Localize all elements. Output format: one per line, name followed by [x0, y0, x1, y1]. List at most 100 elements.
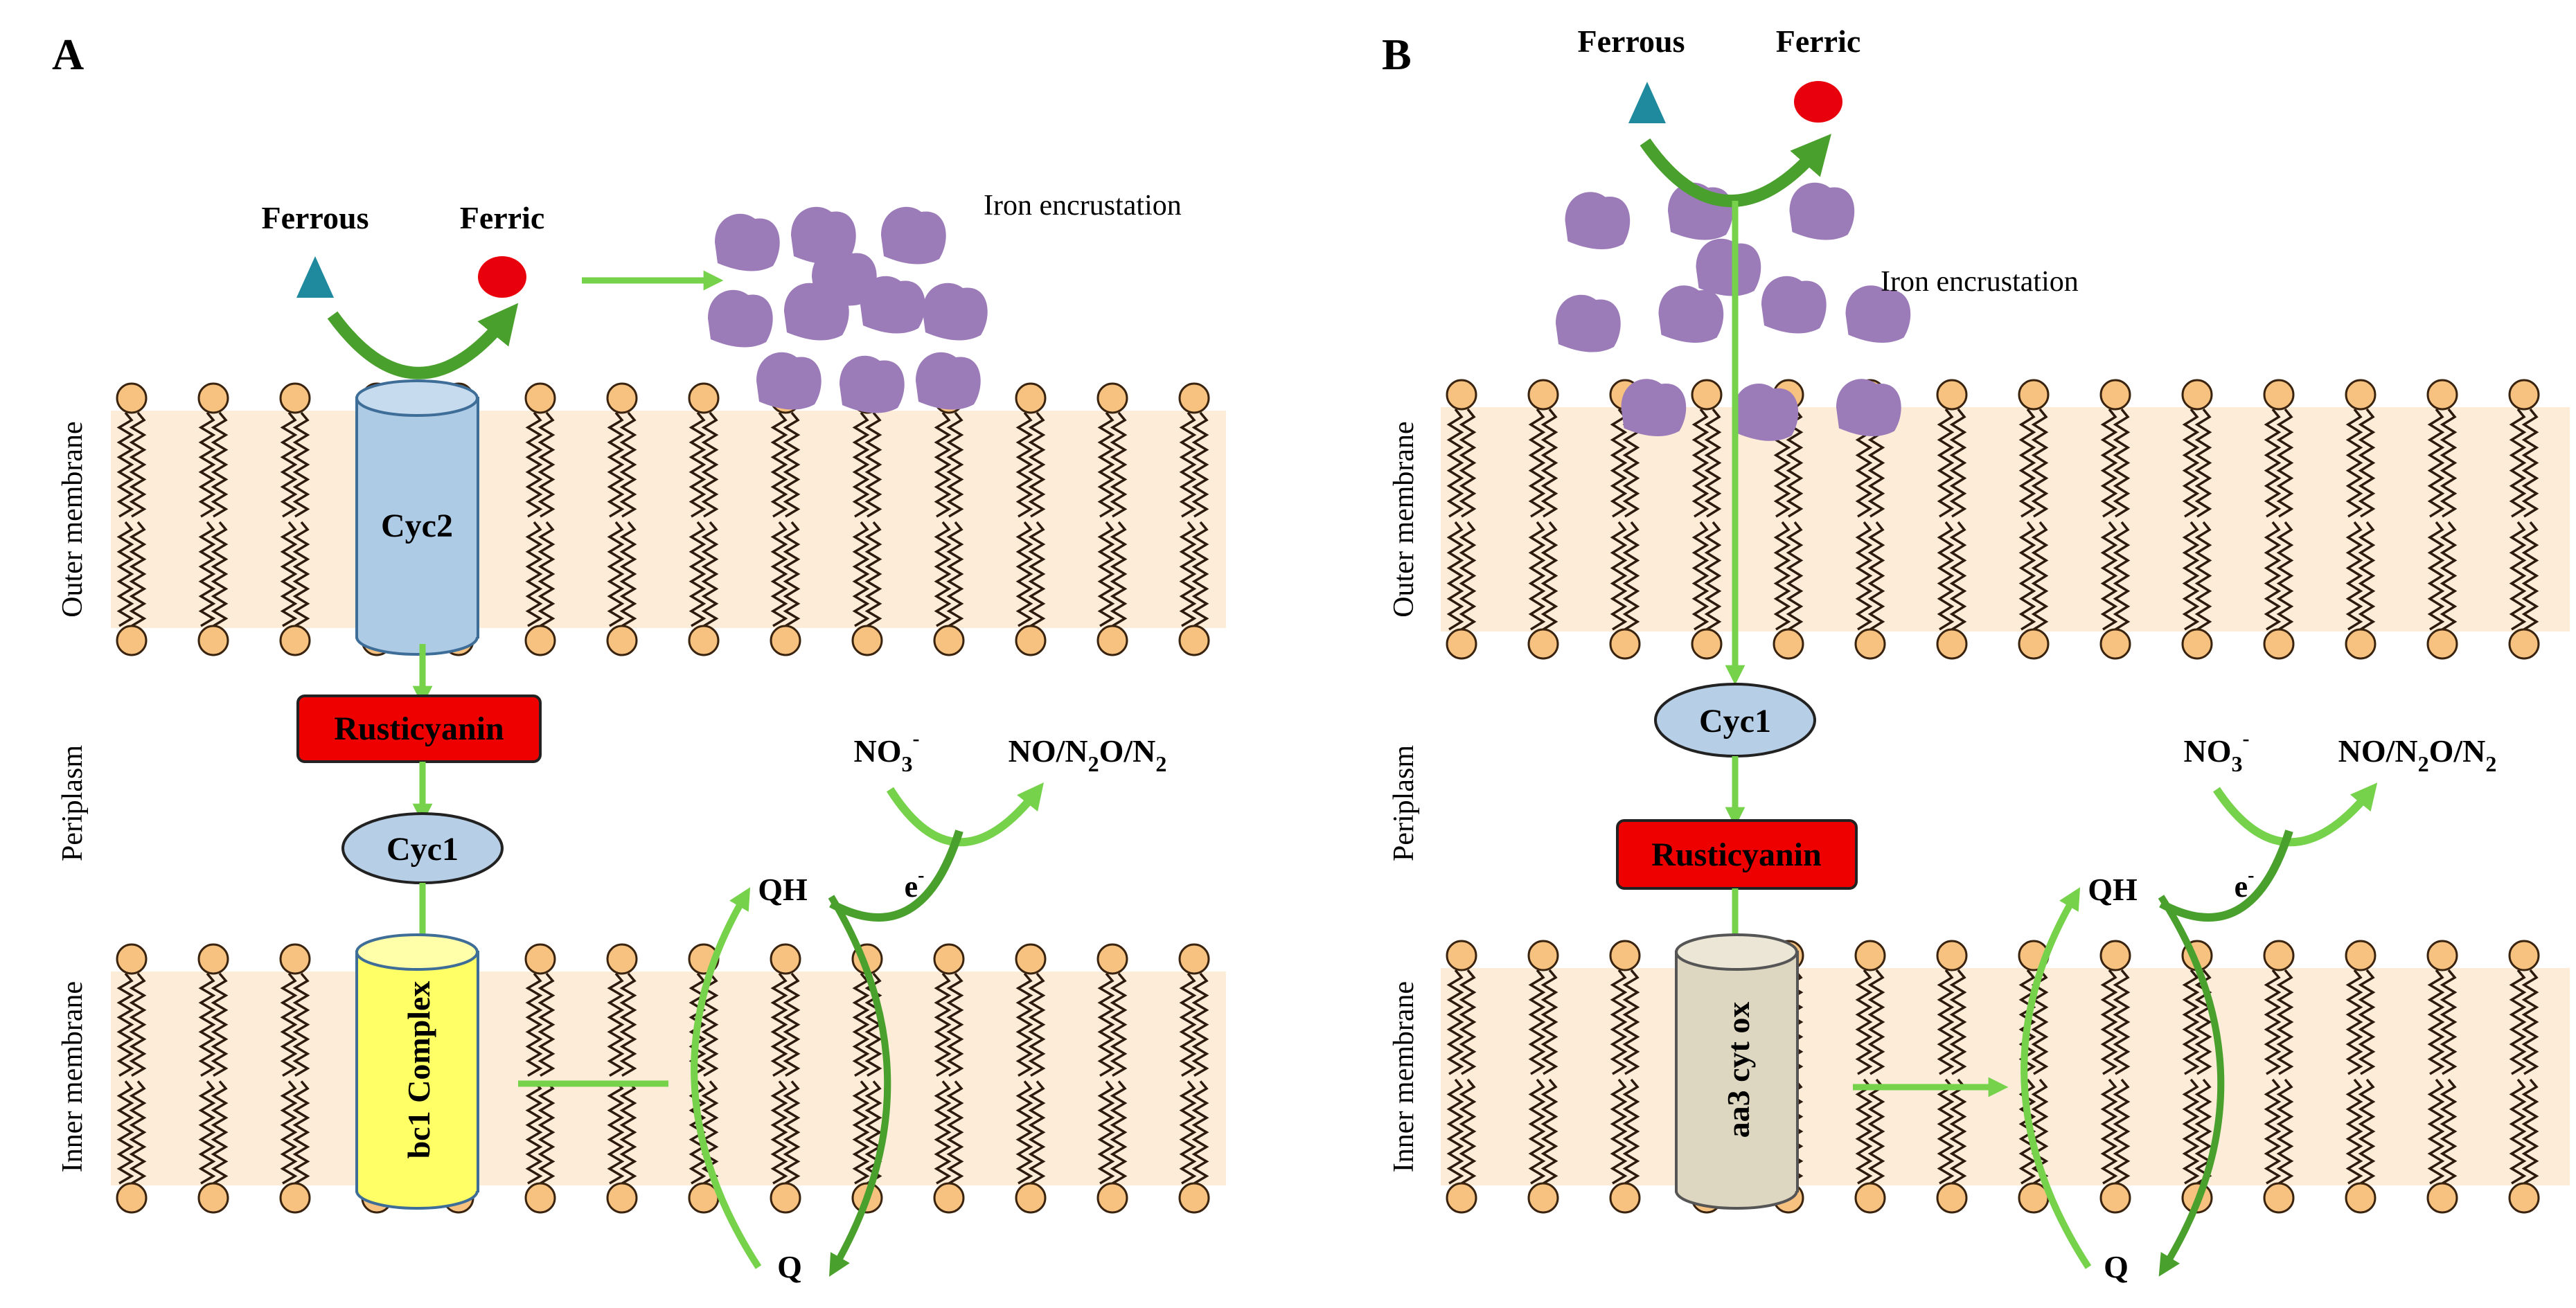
panel-letter: B: [1382, 30, 1412, 79]
iron-particle: [1621, 379, 1687, 437]
panel-a: A Outer membrane Periplasm Inner membran…: [52, 30, 1226, 1284]
lipid-pair: [2099, 940, 2131, 1214]
cyc1-oval: Cyc1: [1654, 683, 1816, 758]
lipid-pair: [2345, 940, 2377, 1214]
lipid-pair: [1936, 379, 1968, 660]
products-label: NO/N2O/N2: [2338, 733, 2497, 776]
qh-to-q-arrow: [828, 895, 891, 1277]
ferrous-triangle: [296, 256, 334, 298]
iron-particle: [1789, 182, 1855, 240]
lipid-pair: [2508, 379, 2540, 660]
electron-label: e-: [2235, 865, 2255, 904]
iron-encrustation: [1556, 182, 1911, 441]
q-to-qh-arrow: [2020, 887, 2092, 1269]
lipid-pair: [197, 382, 229, 656]
ferric-circle: [1794, 81, 1842, 123]
inner-membrane: [1441, 940, 2570, 1214]
iron-particle: [1696, 238, 1761, 296]
lipid-core: [1441, 968, 2570, 1185]
q-to-qh-arrow: [691, 887, 762, 1269]
bc1-complex: bc1 Complex: [355, 933, 479, 1210]
iron-particle: [1556, 294, 1621, 352]
iron-particle: [1845, 285, 1911, 343]
rusticyanin-box: Rusticyanin: [296, 695, 542, 763]
lipid-core: [111, 411, 1226, 628]
lipid-pair: [1609, 940, 1641, 1214]
iron-particle: [916, 352, 981, 410]
nitrate-reduction-arrow: [886, 782, 1044, 847]
qh-to-q-arrow: [2158, 895, 2225, 1277]
iron-particle: [1761, 276, 1827, 334]
lipid-pair: [2181, 379, 2213, 660]
lipid-pair: [933, 943, 965, 1214]
lipid-pair: [2508, 940, 2540, 1214]
ferrous-label: Ferrous: [261, 200, 368, 235]
lipid-pair: [524, 943, 556, 1214]
lipid-pair: [116, 382, 148, 656]
lipid-pair: [688, 382, 720, 656]
lipid-pair: [770, 943, 801, 1214]
panel-b: B Outer membrane Periplasm Inner membran…: [1382, 24, 2570, 1284]
ferric-label: Ferric: [460, 200, 545, 235]
inner-membrane: [111, 943, 1226, 1214]
q-label: Q: [2104, 1249, 2129, 1284]
lipid-pair: [2426, 940, 2458, 1214]
cyc1-label: Cyc1: [387, 831, 459, 868]
iron-particle: [812, 248, 877, 306]
aa3-label: aa3 cyt ox: [1721, 1002, 1756, 1138]
lipid-pair: [1527, 940, 1559, 1214]
cyc1-oval: Cyc1: [341, 812, 504, 884]
outer-membrane: [1441, 379, 2570, 660]
electron-arrow: [2159, 830, 2293, 922]
lipid-pair: [1178, 382, 1210, 656]
ferric-circle: [478, 256, 526, 298]
rusticyanin-label: Rusticyanin: [1651, 836, 1821, 873]
iron-encrustation-label: Iron encrustation: [984, 190, 1182, 222]
ferrous-triangle: [1628, 82, 1666, 123]
inner-membrane-label: Inner membrane: [1388, 981, 1420, 1172]
outer-membrane-label: Outer membrane: [57, 421, 89, 617]
lipid-pair: [1527, 379, 1559, 660]
rusticyanin-box: Rusticyanin: [1616, 819, 1858, 890]
lipid-pair: [2018, 379, 2050, 660]
iron-particle: [715, 213, 780, 271]
lipid-pair: [1936, 940, 1968, 1214]
qh-label: QH: [758, 872, 808, 907]
nitrate-label: NO3-: [2184, 727, 2250, 776]
iron-oxidation-arrow: [327, 303, 519, 379]
iron-encrustation-label: Iron encrustation: [1881, 266, 2079, 298]
lipid-pair: [279, 943, 311, 1214]
inner-membrane-label: Inner membrane: [57, 981, 89, 1172]
electron-label: e-: [905, 865, 925, 904]
rusticyanin-label: Rusticyanin: [334, 710, 504, 747]
nitrate-label: NO3-: [854, 727, 920, 776]
lipid-pair: [1096, 943, 1128, 1214]
bc1-label: bc1 Complex: [401, 981, 436, 1159]
lipid-pair: [2345, 379, 2377, 660]
iron-particle: [923, 283, 988, 341]
iron-particle: [1836, 379, 1901, 437]
iron-particle: [881, 206, 946, 265]
lipid-pair: [2263, 940, 2295, 1214]
iron-particle: [860, 276, 925, 334]
periplasm-label: Periplasm: [1388, 745, 1420, 861]
iron-particle: [840, 355, 905, 413]
lipid-pair: [197, 943, 229, 1214]
q-label: Q: [777, 1249, 802, 1284]
nitrate-reduction-arrow: [2213, 782, 2378, 847]
outer-membrane: [111, 382, 1226, 656]
lipid-pair: [1015, 943, 1047, 1214]
lipid-pair: [1178, 943, 1210, 1214]
lipid-pair: [1446, 379, 1477, 660]
electron-arrow: [829, 830, 963, 922]
cyc2-protein: Cyc2: [355, 379, 479, 656]
qh-label: QH: [2088, 872, 2138, 907]
periplasm-label: Periplasm: [57, 745, 89, 861]
panel-letter: A: [52, 30, 84, 79]
outer-membrane-label: Outer membrane: [1388, 421, 1420, 617]
lipid-pair: [1854, 940, 1886, 1214]
iron-particle: [1733, 383, 1799, 441]
lipid-pair: [116, 943, 148, 1214]
aa3-cyt-ox: aa3 cyt ox: [1675, 933, 1799, 1210]
lipid-pair: [1096, 382, 1128, 656]
